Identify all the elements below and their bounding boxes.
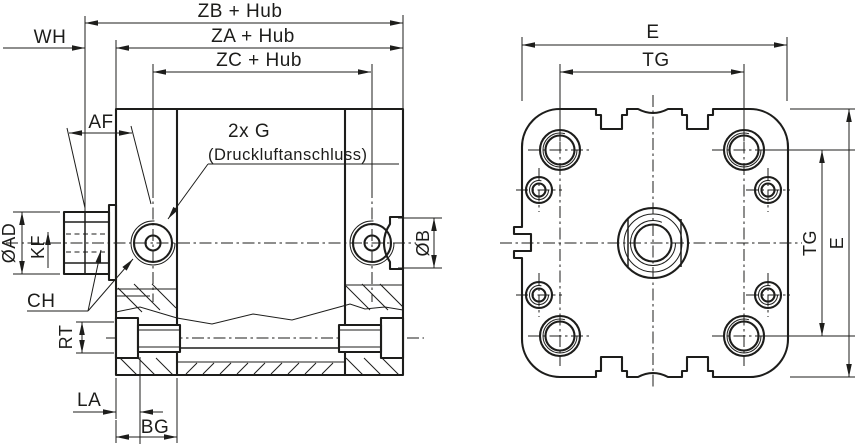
dim-za-hub: ZA + Hub	[116, 26, 403, 51]
dim-zc-hub: ZC + Hub	[153, 50, 371, 75]
dim-e-right-label: E	[827, 237, 847, 250]
dim-tg-right: TG	[758, 149, 855, 337]
dim-ch: CH	[27, 249, 134, 312]
port-callout-line2: (Druckluftanschluss)	[208, 146, 367, 164]
front-view: E TG TG E	[500, 22, 855, 390]
air-port-left	[130, 220, 176, 266]
dim-oad: ØAD	[0, 211, 60, 275]
dim-oad-label: ØAD	[0, 223, 19, 264]
dim-wh: WH	[3, 27, 85, 51]
front-view-centerlines	[500, 95, 802, 390]
air-port-right	[349, 220, 395, 266]
front-view-dimensions: E TG TG E	[521, 22, 855, 378]
small-hole-upper-right	[753, 175, 783, 205]
dim-af-label: AF	[88, 112, 113, 133]
dim-ch-label: CH	[27, 291, 55, 312]
small-hole-lower-left	[524, 280, 554, 310]
corner-bolt-hole-bottom-left	[538, 314, 582, 358]
dim-rt-label: RT	[56, 325, 76, 350]
dim-tg-right-label: TG	[800, 230, 820, 256]
bottom-strip-hatch	[185, 362, 334, 375]
dim-e-right: E	[790, 108, 855, 378]
dim-bg: BG	[115, 378, 178, 443]
dim-bg-label: BG	[141, 417, 169, 438]
small-hole-upper-left	[524, 175, 554, 205]
dim-tg-top-label: TG	[642, 50, 669, 71]
side-view: ZB + Hub ZA + Hub ZC + Hub WH	[0, 1, 442, 444]
piston-rod-boss	[616, 206, 690, 280]
dim-rt: RT	[56, 321, 114, 354]
port-callout: 2x G (Druckluftanschluss)	[167, 121, 399, 220]
left-cap-hatch	[117, 283, 177, 376]
dim-la: LA	[73, 357, 163, 444]
dim-la-label: LA	[77, 390, 101, 411]
dim-af: AF	[66, 112, 152, 209]
dim-za-label: ZA + Hub	[211, 26, 295, 47]
port-callout-line1: 2x G	[228, 121, 270, 142]
front-body-outline	[512, 107, 790, 379]
dim-wh-label: WH	[34, 27, 67, 48]
dim-ob: ØB	[398, 217, 442, 269]
right-cap-hatch	[345, 283, 404, 376]
dim-e-top: E	[521, 22, 788, 101]
dim-kf-label: KF	[28, 235, 48, 259]
dim-ob-label: ØB	[413, 229, 433, 256]
dim-e-top-label: E	[646, 22, 659, 43]
dim-zc-label: ZC + Hub	[216, 50, 302, 71]
mounting-thread-left	[114, 316, 182, 360]
dim-zb-hub: ZB + Hub	[85, 1, 403, 26]
piston-rod-end	[62, 203, 118, 282]
dim-zb-label: ZB + Hub	[198, 1, 283, 22]
small-hole-lower-right	[753, 280, 783, 310]
mounting-thread-right	[337, 316, 405, 360]
break-line	[115, 303, 404, 325]
dim-tg-top: TG	[559, 50, 745, 141]
side-view-dimensions: ZB + Hub ZA + Hub ZC + Hub WH	[0, 1, 442, 444]
retaining-clip	[382, 215, 403, 271]
dim-kf: KF	[28, 232, 51, 268]
